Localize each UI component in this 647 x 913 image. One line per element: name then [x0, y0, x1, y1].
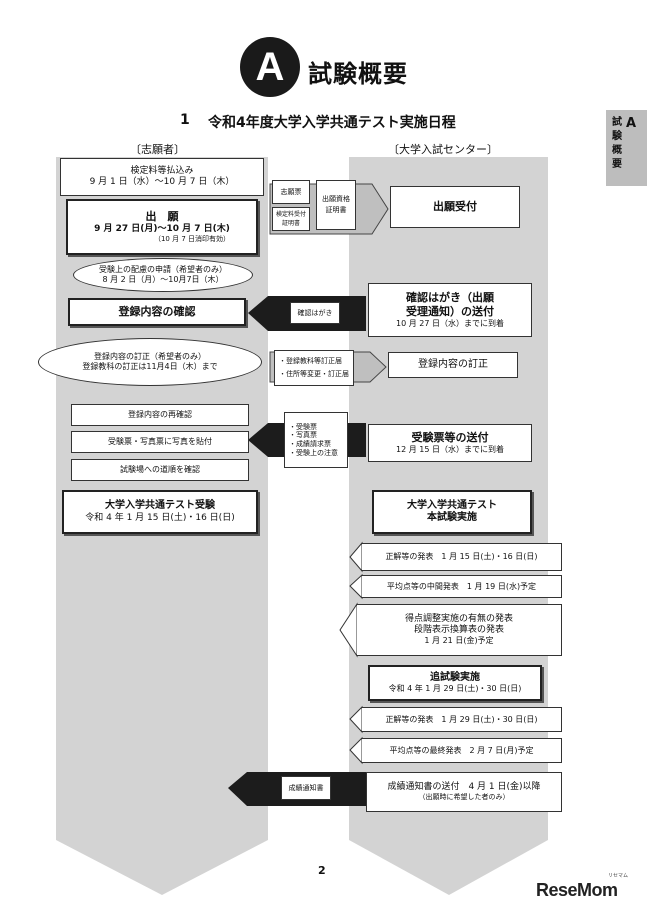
eligibility-cert-label: 出願資格証明書	[322, 195, 350, 214]
application-form-doc: 志願票	[272, 180, 310, 204]
logo-circle: A	[240, 37, 300, 97]
average-final-label: 平均点等の最終発表 2 月 7 日(月)予定	[389, 745, 534, 755]
center-exam-box: 大学入学共通テスト 本試験実施	[372, 490, 532, 534]
adjust-box: 得点調整実施の有無の発表 段階表示換算表の発表 1 月 21 日(金)予定	[357, 604, 562, 656]
fee-certificate-doc: 検定料受付証明書	[272, 207, 310, 231]
ticket-title: 受験票等の送付	[411, 431, 489, 445]
average-mid-box: 平均点等の中間発表 1 月 19 日(水)予定	[362, 575, 562, 598]
average-mid-label: 平均点等の中間発表 1 月 19 日(水)予定	[386, 581, 537, 591]
ticket-date: 12 月 15 日（水）までに到着	[396, 444, 504, 454]
receive-label: 出願受付	[433, 200, 477, 214]
score-title: 成績通知書の送付 4 月 1 日(金)以降	[387, 782, 541, 792]
photo-box: 受験票・写真票に写真を貼付	[71, 431, 249, 453]
correction-form-2: ・住所等変更・訂正届	[279, 370, 349, 378]
adjust-line1: 得点調整実施の有無の発表	[404, 613, 513, 624]
makeup-title: 追試験実施	[430, 671, 480, 683]
ticket-item: ・写真票	[289, 431, 317, 440]
fee-certificate-label: 検定料受付証明書	[276, 211, 307, 227]
exam-title: 大学入学共通テスト受験	[105, 500, 215, 512]
page-number: 2	[318, 864, 326, 877]
correction-form-1: ・登録教科等訂正届	[279, 357, 342, 366]
center-correction-label: 登録内容の訂正	[418, 358, 488, 370]
center-exam-title-1: 大学入学共通テスト	[407, 499, 497, 511]
answers-1-box: 正解等の発表 1 月 15 日(土)・16 日(日)	[362, 543, 562, 571]
recheck-box: 登録内容の再確認	[71, 404, 249, 426]
exam-dates: 令和 4 年 1 月 15 日(土)・16 日(日)	[85, 512, 235, 523]
accommodation-line2: 8 月 2 日（月）～10月7日（木）	[102, 275, 224, 284]
left-column-header: 〔志願者〕	[130, 143, 185, 156]
answers-2-label: 正解等の発表 1 月 29 日(土)・30 日(日)	[385, 714, 538, 724]
ticket-send-box: 受験票等の送付 12 月 15 日（水）までに到着	[368, 424, 532, 462]
brand-ruby: リセマム	[608, 873, 629, 879]
side-tab-text: 試験概要	[612, 117, 622, 170]
application-form-label: 志願票	[280, 187, 302, 196]
confirm-title: 登録内容の確認	[118, 305, 196, 319]
ticket-items-doc: ・受験票 ・写真票 ・成績請求票 ・受験上の注意	[284, 412, 348, 468]
makeup-dates: 令和 4 年 1 月 29 日(土)・30 日(日)	[388, 684, 522, 694]
apply-dates: 9 月 27 日(月)～10 月 7 日(木)	[94, 223, 230, 234]
score-notice-label: 成績通知書	[288, 783, 324, 792]
recheck-label: 登録内容の再確認	[128, 410, 192, 419]
accommodation-oval: 受験上の配慮の申請（希望者のみ） 8 月 2 日（月）～10月7日（木）	[73, 258, 253, 292]
center-correction-box: 登録内容の訂正	[388, 352, 518, 378]
accommodation-line1: 受験上の配慮の申請（希望者のみ）	[99, 265, 227, 274]
right-column-header: 〔大学入試センター〕	[388, 143, 498, 156]
subtitle-number: 1	[180, 112, 190, 128]
page-title: 試験概要	[308, 60, 408, 88]
confirm-box: 登録内容の確認	[68, 298, 246, 326]
card-title-2: 受理通知）の送付	[406, 305, 494, 318]
logo-letter: A	[255, 44, 285, 89]
brand-logo: ReseMom	[536, 880, 618, 900]
fee-title: 検定料等払込み	[130, 165, 194, 176]
correction-line2: 登録教科の訂正は11月4日（木）まで	[82, 362, 218, 371]
card-date: 10 月 27 日（水）までに到着	[396, 318, 504, 328]
fee-payment-box: 検定料等払込み 9 月 1 日（水）～10 月 7 日（木）	[60, 158, 264, 196]
adjust-line2: 段階表示換算表の発表	[413, 625, 504, 635]
adjust-line3: 1 月 21 日(金)予定	[424, 636, 494, 646]
photo-label: 受験票・写真票に写真を貼付	[108, 437, 212, 446]
route-box: 試験場への道順を確認	[71, 459, 249, 481]
side-tab-letter: A	[626, 116, 637, 131]
makeup-box: 追試験実施 令和 4 年 1 月 29 日(土)・30 日(日)	[368, 665, 542, 701]
answers-1-label: 正解等の発表 1 月 15 日(土)・16 日(日)	[385, 552, 538, 561]
eligibility-cert-doc: 出願資格証明書	[316, 180, 356, 230]
ticket-item: ・受験票	[289, 422, 317, 431]
card-title-1: 確認はがき（出願	[406, 291, 494, 305]
score-send-box: 成績通知書の送付 4 月 1 日(金)以降 （出願時に希望した者のみ）	[366, 772, 562, 812]
confirm-card-doc: 確認はがき	[290, 302, 340, 324]
confirm-card-box: 確認はがき（出願 受理通知）の送付 10 月 27 日（水）までに到着	[368, 283, 532, 337]
apply-note: （10 月 7 日消印有効）	[153, 235, 231, 244]
route-label: 試験場への道順を確認	[120, 465, 200, 474]
side-tab	[606, 110, 647, 186]
answers-2-box: 正解等の発表 1 月 29 日(土)・30 日(日)	[362, 707, 562, 732]
receive-box: 出願受付	[390, 186, 520, 228]
subtitle: 令和4年度大学入学共通テスト実施日程	[208, 115, 456, 131]
ticket-item: ・成績請求票	[289, 440, 331, 448]
center-exam-title-2: 本試験実施	[427, 512, 477, 523]
fee-dates: 9 月 1 日（水）～10 月 7 日（木）	[89, 177, 235, 187]
apply-title: 出 願	[145, 210, 179, 224]
confirm-card-label: 確認はがき	[297, 308, 333, 317]
score-notice-doc: 成績通知書	[281, 776, 331, 800]
apply-box: 出 願 9 月 27 日(月)～10 月 7 日(木) （10 月 7 日消印有…	[66, 199, 258, 255]
correction-oval: 登録内容の訂正（希望者のみ） 登録教科の訂正は11月4日（木）まで	[38, 338, 262, 386]
score-note: （出願時に希望した者のみ）	[418, 793, 510, 802]
correction-line1: 登録内容の訂正（希望者のみ）	[94, 352, 206, 361]
exam-box: 大学入学共通テスト受験 令和 4 年 1 月 15 日(土)・16 日(日)	[62, 490, 258, 534]
ticket-item: ・受験上の注意	[289, 448, 338, 457]
average-final-box: 平均点等の最終発表 2 月 7 日(月)予定	[362, 738, 562, 763]
correction-forms-doc: ・登録教科等訂正届 ・住所等変更・訂正届	[274, 350, 354, 386]
